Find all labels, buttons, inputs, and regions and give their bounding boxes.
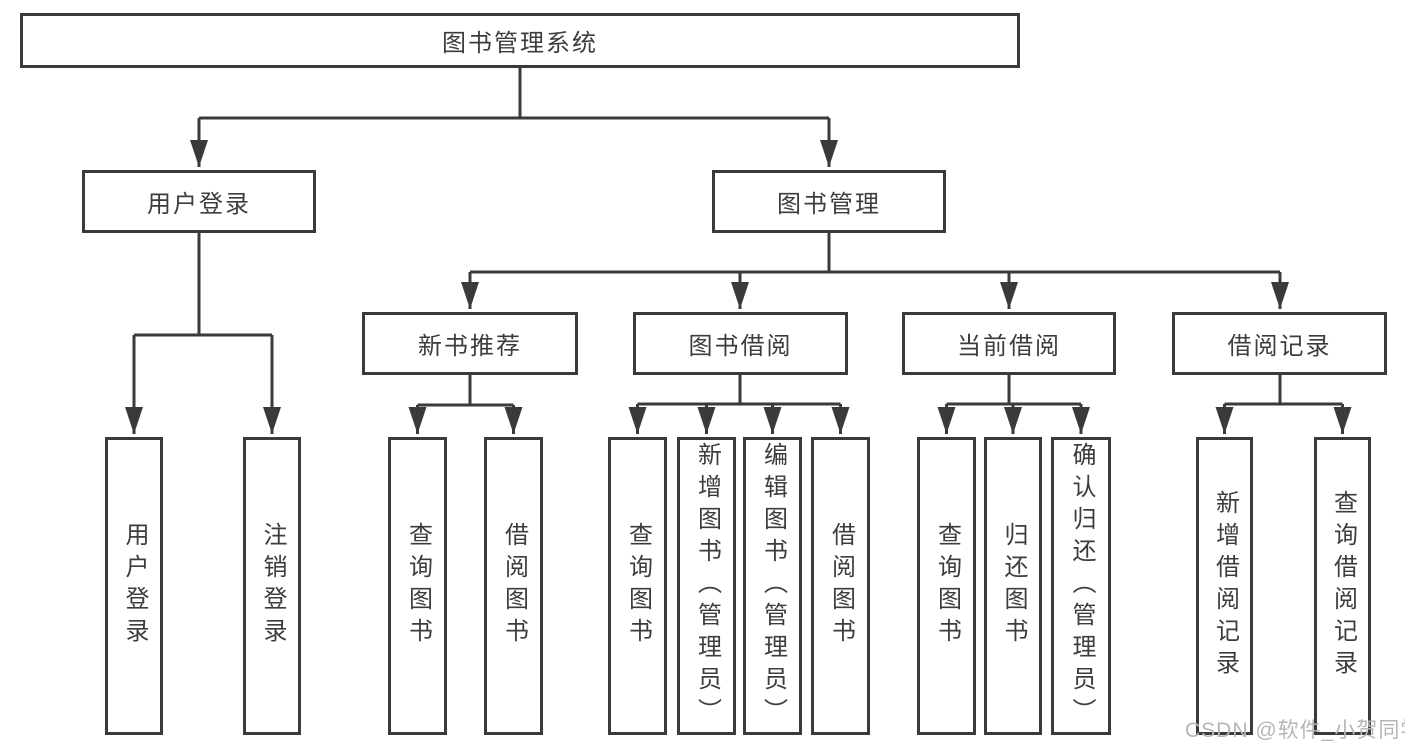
leaf-return-books: 归还图书 (984, 437, 1042, 735)
node-book-management: 图书管理 (712, 170, 946, 233)
leaf-query-books-recommend: 查询图书 (388, 437, 447, 735)
node-user-login: 用户登录 (82, 170, 316, 233)
leaf-label: 查询借阅记录 (1329, 490, 1357, 682)
node-label: 新书推荐 (418, 333, 522, 360)
node-new-book-recommend: 新书推荐 (362, 312, 578, 375)
node-label: 图书管理系统 (442, 30, 598, 57)
leaf-label: 确认归还（管理员） (1068, 442, 1095, 730)
leaf-label: 编辑图书（管理员） (759, 442, 787, 730)
leaf-label: 用户登录 (121, 522, 148, 650)
leaf-label: 查询图书 (404, 522, 432, 650)
leaf-label: 查询图书 (933, 522, 961, 650)
leaf-edit-books-admin: 编辑图书（管理员） (743, 437, 802, 735)
leaf-query-borrow-record: 查询借阅记录 (1314, 437, 1371, 735)
leaf-label: 借阅图书 (827, 522, 855, 650)
leaf-label: 借阅图书 (500, 522, 528, 650)
leaf-user-login: 用户登录 (105, 437, 163, 735)
leaf-add-books-admin: 新增图书（管理员） (677, 437, 736, 735)
node-borrow-records: 借阅记录 (1172, 312, 1387, 375)
leaf-query-books-borrowing: 查询图书 (608, 437, 667, 735)
leaf-borrow-books-recommend: 借阅图书 (484, 437, 543, 735)
node-label: 用户登录 (147, 191, 251, 218)
node-current-borrowing: 当前借阅 (902, 312, 1116, 375)
node-label: 图书管理 (777, 191, 881, 218)
node-label: 当前借阅 (957, 333, 1061, 360)
leaf-label: 注销登录 (259, 522, 286, 650)
node-library-management-system: 图书管理系统 (20, 13, 1020, 68)
node-label: 图书借阅 (688, 333, 793, 360)
leaf-borrow-books: 借阅图书 (811, 437, 870, 735)
leaf-label: 新增图书（管理员） (693, 442, 721, 730)
leaf-label: 归还图书 (1000, 522, 1027, 650)
leaf-add-borrow-record: 新增借阅记录 (1196, 437, 1253, 735)
node-label: 借阅记录 (1227, 333, 1332, 360)
leaf-label: 新增借阅记录 (1211, 490, 1239, 682)
leaf-label: 查询图书 (624, 522, 652, 650)
leaf-confirm-return-admin: 确认归还（管理员） (1051, 437, 1111, 735)
node-book-borrowing: 图书借阅 (633, 312, 848, 375)
csdn-watermark: CSDN @软件_小贺同学 (1185, 719, 1405, 742)
leaf-logout: 注销登录 (243, 437, 301, 735)
leaf-query-books-current: 查询图书 (917, 437, 976, 735)
